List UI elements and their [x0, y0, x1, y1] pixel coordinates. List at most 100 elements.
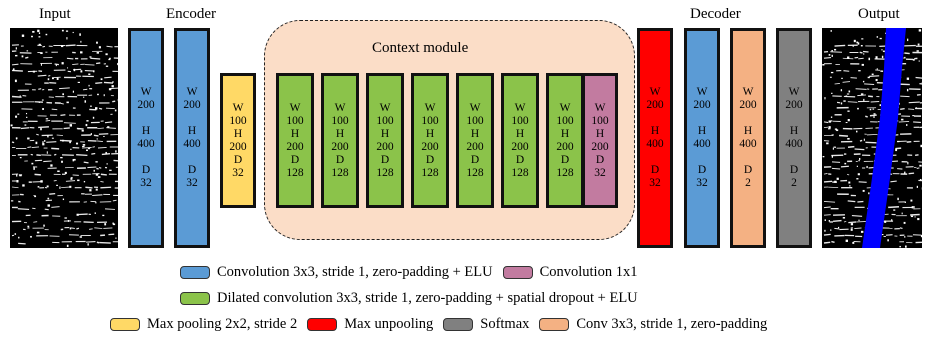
- legend-label-conv1x1: Convolution 1x1: [539, 264, 638, 280]
- output-title: Output: [858, 6, 900, 22]
- dim-value-h: 400: [693, 138, 711, 150]
- legend-label-maxpool: Max pooling 2x2, stride 2: [147, 316, 298, 332]
- dim-letter-d: D: [470, 153, 480, 166]
- context-module-title: Context module: [372, 40, 469, 56]
- dim-letter-w: W: [379, 101, 391, 114]
- legend-swatch-maxpool: [110, 318, 140, 331]
- dim-letter-d: D: [650, 164, 660, 176]
- dim-value-d: 128: [376, 166, 394, 179]
- dim-letter-d: D: [187, 164, 197, 176]
- legend-label-unpool: Max unpooling: [344, 316, 434, 332]
- dim-letter-w: W: [334, 101, 346, 114]
- dim-value-h: 200: [591, 140, 609, 153]
- dim-letter-w: W: [232, 101, 244, 114]
- legend-label-dilated: Dilated convolution 3x3, stride 1, zero-…: [217, 290, 638, 306]
- dim-value-w: 100: [421, 114, 439, 127]
- dim-value-h: 200: [556, 140, 574, 153]
- dim-letter-h: H: [515, 127, 525, 140]
- dim-value-d: 32: [696, 177, 708, 189]
- dim-letter-d: D: [380, 153, 390, 166]
- dim-value-h: 200: [421, 140, 439, 153]
- dim-letter-w: W: [186, 86, 198, 98]
- dim-value-h: 200: [376, 140, 394, 153]
- encoder-title: Encoder: [166, 6, 216, 22]
- dim-value-w: 100: [511, 114, 529, 127]
- dim-value-d: 128: [286, 166, 304, 179]
- dim-value-w: 100: [376, 114, 394, 127]
- dim-value-h: 200: [511, 140, 529, 153]
- dim-letter-w: W: [559, 101, 571, 114]
- dim-value-d: 128: [511, 166, 529, 179]
- legend-row-1: Convolution 3x3, stride 1, zero-padding …: [180, 264, 637, 281]
- dim-letter-h: H: [380, 127, 390, 140]
- dim-value-h: 400: [183, 138, 201, 150]
- dim-value-h: 400: [137, 138, 155, 150]
- legend-item-softmax: Softmax: [443, 316, 529, 333]
- dim-value-h: 400: [785, 138, 803, 150]
- dim-value-h: 200: [331, 140, 349, 153]
- dim-value-h: 200: [466, 140, 484, 153]
- legend-row-3: Max pooling 2x2, stride 2 Max unpooling …: [110, 316, 767, 333]
- dim-value-d: 128: [466, 166, 484, 179]
- dim-value-w: 200: [693, 99, 711, 111]
- dim-value-w: 200: [137, 99, 155, 111]
- dim-letter-h: H: [697, 125, 707, 137]
- dim-letter-h: H: [560, 127, 570, 140]
- legend-item-conv1x1: Convolution 1x1: [502, 264, 638, 281]
- input-lidar-image: [10, 28, 118, 248]
- dim-value-d: 32: [649, 177, 661, 189]
- dim-value-w: 100: [229, 114, 247, 127]
- legend-swatch-unpool: [307, 318, 338, 331]
- decoder-title: Decoder: [690, 6, 741, 22]
- dim-value-w: 100: [286, 114, 304, 127]
- dim-letter-w: W: [289, 101, 301, 114]
- dim-value-d: 128: [421, 166, 439, 179]
- dim-value-w: 100: [331, 114, 349, 127]
- dim-value-w: 200: [785, 99, 803, 111]
- legend-row-2: Dilated convolution 3x3, stride 1, zero-…: [180, 290, 638, 307]
- dim-letter-d: D: [141, 164, 151, 176]
- dim-value-h: 200: [286, 140, 304, 153]
- dim-value-d: 2: [745, 177, 751, 189]
- dim-letter-w: W: [140, 86, 152, 98]
- dim-value-w: 200: [183, 99, 201, 111]
- dim-value-d: 128: [331, 166, 349, 179]
- legend-label-softmax: Softmax: [480, 316, 530, 332]
- dim-value-w: 200: [739, 99, 757, 111]
- legend-item-unpool: Max unpooling: [307, 316, 433, 333]
- dim-letter-h: H: [425, 127, 435, 140]
- dim-letter-w: W: [594, 101, 606, 114]
- dim-value-d: 32: [186, 177, 198, 189]
- output-segmentation-image: [822, 28, 922, 248]
- dim-letter-h: H: [141, 125, 151, 137]
- dim-letter-h: H: [335, 127, 345, 140]
- legend-item-maxpool: Max pooling 2x2, stride 2: [110, 316, 297, 333]
- dim-letter-h: H: [187, 125, 197, 137]
- dim-letter-w: W: [649, 86, 661, 98]
- dim-letter-w: W: [424, 101, 436, 114]
- dim-value-w: 100: [466, 114, 484, 127]
- dim-letter-h: H: [789, 125, 799, 137]
- dim-value-h: 400: [646, 138, 664, 150]
- dim-letter-w: W: [469, 101, 481, 114]
- input-title: Input: [39, 6, 71, 22]
- dim-letter-h: H: [290, 127, 300, 140]
- legend-label-convpad: Conv 3x3, stride 1, zero-padding: [576, 316, 768, 332]
- dim-letter-d: D: [697, 164, 707, 176]
- legend-item-dilated: Dilated convolution 3x3, stride 1, zero-…: [180, 290, 638, 307]
- dim-value-d: 2: [791, 177, 797, 189]
- dim-letter-d: D: [560, 153, 570, 166]
- dim-value-d: 32: [140, 177, 152, 189]
- dim-value-d: 32: [232, 166, 244, 179]
